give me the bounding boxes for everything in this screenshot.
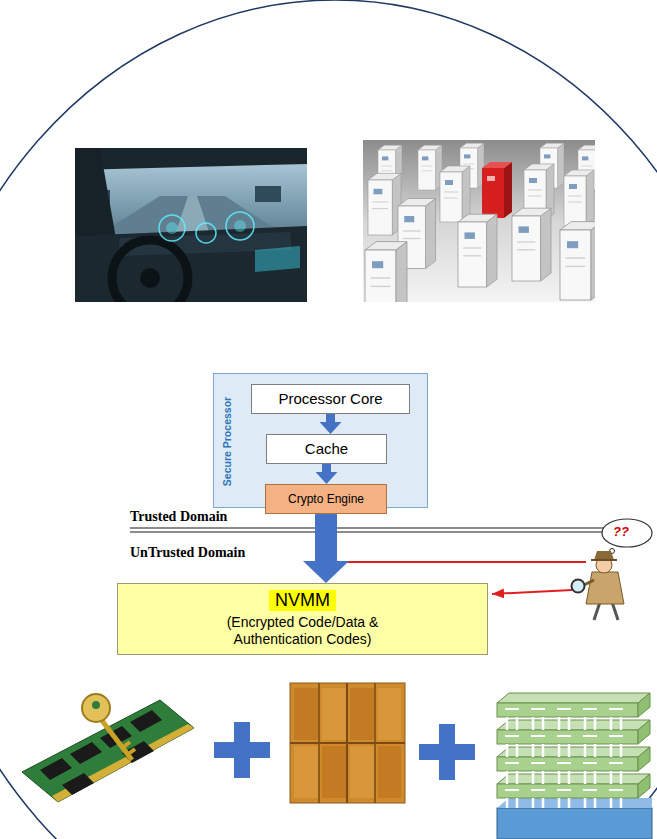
chip-die [290,683,405,803]
attacker-figure [594,602,600,620]
chip-die [318,683,320,803]
attack-lines [492,590,572,594]
domain-divider [130,528,612,532]
secure-processor-box: Secure Processor Processor CoreCacheCrypt… [213,373,428,508]
attacker-figure [586,572,624,604]
car-interior-photo [75,148,307,302]
domain-label: UnTrusted Domain [130,545,245,561]
3d-stack [497,808,652,839]
dimm-with-key [22,694,194,802]
3d-stack [497,747,650,771]
plus-sign [419,724,475,780]
process-box: Cache [266,434,387,464]
car-interior-photo [234,220,246,232]
car-interior-photo [255,246,300,272]
dimm-with-key [92,701,100,709]
attacker-figure [612,602,618,620]
chip-die [374,683,376,803]
domain-divider [130,527,612,529]
plus-sign [214,722,270,778]
process-box: Processor Core [251,384,410,414]
dimm-with-key [70,742,102,764]
car-interior-photo [159,215,185,241]
domain-divider [130,531,612,533]
3d-stack [497,720,650,730]
server-room-photo [564,170,594,226]
chip-die [294,688,318,740]
chip-die [378,688,401,740]
car-interior-photo [112,240,188,302]
server-room-photo [482,162,512,218]
3d-stack [497,720,650,744]
3d-stack [497,693,652,839]
server-room-photo [458,214,497,287]
chip-die [378,746,401,798]
box-heading: Secure Processor [221,397,234,486]
3d-stack [497,693,650,703]
attacker-figure [594,551,614,560]
dimm-with-key [122,742,130,748]
attacker-figure [572,580,585,593]
flow-arrow [315,514,337,561]
plus-sign [419,724,475,780]
server-room-photo [363,140,595,302]
server-room-photo [560,222,595,300]
3d-stack [505,709,623,790]
attack-lines [339,561,586,563]
car-interior-photo [255,186,281,202]
car-interior-photo [75,148,307,170]
car-interior-photo [196,223,216,243]
attacker-figure [591,559,617,561]
car-interior-photo [140,268,160,288]
server-room-photo [368,173,401,235]
3d-stack [638,720,650,744]
3d-stack [638,774,650,798]
plus-sign [214,722,270,778]
dimm-with-key [52,724,194,802]
3d-stack [638,747,650,771]
chip-die [322,746,346,798]
3d-stack [638,693,650,717]
server-room-photo [512,208,551,281]
dimm-with-key [127,749,135,755]
server-room-photo [440,166,470,222]
dimm-with-key [40,758,72,780]
dimm-with-key [130,710,162,732]
memory-box: NVMM (Encrypted Code/Data & Authenticatio… [117,583,488,655]
3d-stack [497,798,652,808]
3d-stack [497,774,650,784]
chip-die [346,683,348,803]
dimm-with-key [62,773,94,795]
dimm-with-key [82,694,110,722]
box-label: Crypto Engine [288,490,364,508]
3d-stack [497,747,650,757]
car-interior-photo [166,222,178,234]
flow-arrow [326,414,335,422]
memory-title: NVMM [269,590,336,611]
chip-die [322,688,346,740]
server-room-photo [418,145,442,190]
server-room-photo [365,242,407,302]
flow-arrow [322,464,331,472]
chip-die [350,746,374,798]
box-label: Processor Core [278,390,382,408]
chip-die [290,683,405,803]
3d-stack [497,774,650,798]
attacker-figure [584,580,594,585]
chip-die [294,746,318,798]
car-interior-photo [226,212,254,240]
crypto-engine-box: Crypto Engine [265,484,387,514]
domain-label: Trusted Domain [130,509,227,525]
chip-die [350,688,374,740]
3d-stack [497,693,650,717]
attacker-figure [572,519,653,620]
attacker-figure [602,519,652,547]
speech-text: ?? [613,524,629,539]
memory-description: (Encrypted Code/Data & Authentication Co… [188,614,418,648]
box-label: Cache [305,440,348,458]
